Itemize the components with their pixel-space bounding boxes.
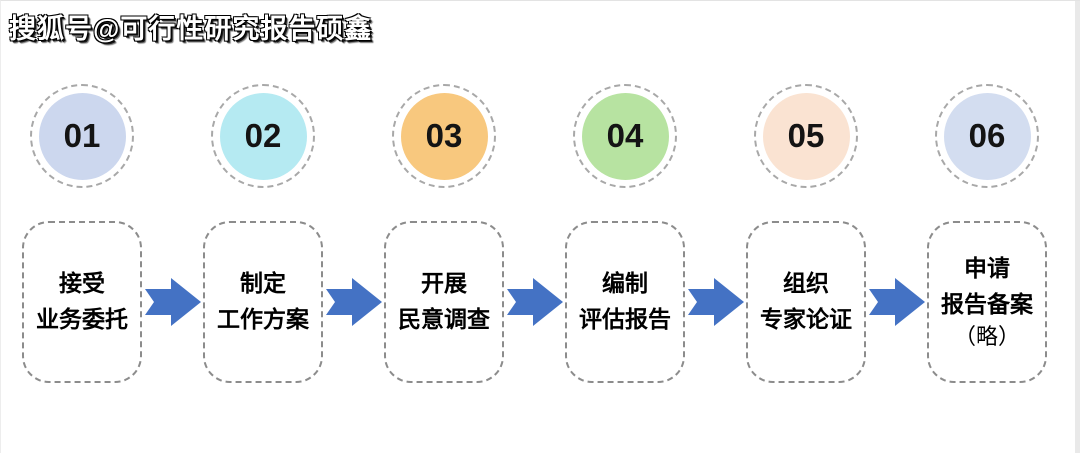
flow-step-6: 06 申请 报告备案 （略） — [926, 84, 1048, 383]
flow-step-4: 04 编制 评估报告 — [564, 84, 686, 383]
arrow-right-icon — [687, 278, 744, 326]
step-label-line1: 编制 — [602, 270, 648, 297]
step-number-badge: 01 — [38, 92, 126, 180]
process-flow: 01 接受 业务委托 02 制定 工作方案 — [21, 84, 1048, 383]
step-label-line2: 专家论证 — [760, 306, 852, 332]
step-number-badge: 06 — [943, 92, 1031, 180]
step-box: 组织 专家论证 — [746, 221, 866, 383]
step-box: 制定 工作方案 — [203, 221, 323, 383]
step-label-line2: 业务委托 — [36, 306, 128, 332]
step-circle-dashed-ring: 03 — [392, 84, 496, 188]
page-edge-strip — [1075, 1, 1080, 453]
arrow-right-icon — [506, 278, 563, 326]
step-label-line2: 评估报告 — [579, 306, 671, 332]
step-label-note: （略） — [953, 324, 1020, 350]
arrow-right-icon — [144, 278, 201, 326]
step-circle-dashed-ring: 06 — [935, 84, 1039, 188]
watermark-text: 搜狐号@可行性研究报告硕鑫 — [9, 14, 373, 44]
step-box: 编制 评估报告 — [565, 221, 685, 383]
step-label-line2: 民意调查 — [398, 306, 490, 332]
step-circle-dashed-ring: 01 — [30, 84, 134, 188]
step-circle-dashed-ring: 05 — [754, 84, 858, 188]
step-number-badge: 03 — [400, 92, 488, 180]
step-label-line1: 开展 — [421, 270, 467, 297]
step-number-badge: 02 — [219, 92, 307, 180]
step-number-badge: 05 — [762, 92, 850, 180]
step-box: 接受 业务委托 — [22, 221, 142, 383]
step-label-line1: 接受 — [59, 270, 105, 297]
step-circle-dashed-ring: 02 — [211, 84, 315, 188]
flow-step-1: 01 接受 业务委托 — [21, 84, 143, 383]
step-circle-dashed-ring: 04 — [573, 84, 677, 188]
step-label-line2: 工作方案 — [217, 306, 309, 332]
flow-step-5: 05 组织 专家论证 — [745, 84, 867, 383]
step-box: 开展 民意调查 — [384, 221, 504, 383]
arrow-right-icon — [868, 278, 925, 326]
step-number-badge: 04 — [581, 92, 669, 180]
step-label-line1: 制定 — [240, 270, 286, 297]
arrow-right-icon — [325, 278, 382, 326]
step-label-line2: 报告备案 — [941, 290, 1033, 317]
step-box: 申请 报告备案 （略） — [927, 221, 1047, 383]
flow-step-2: 02 制定 工作方案 — [202, 84, 324, 383]
step-label-line1: 组织 — [783, 270, 829, 297]
step-label-line1: 申请 — [964, 254, 1010, 281]
flow-step-3: 03 开展 民意调查 — [383, 84, 505, 383]
